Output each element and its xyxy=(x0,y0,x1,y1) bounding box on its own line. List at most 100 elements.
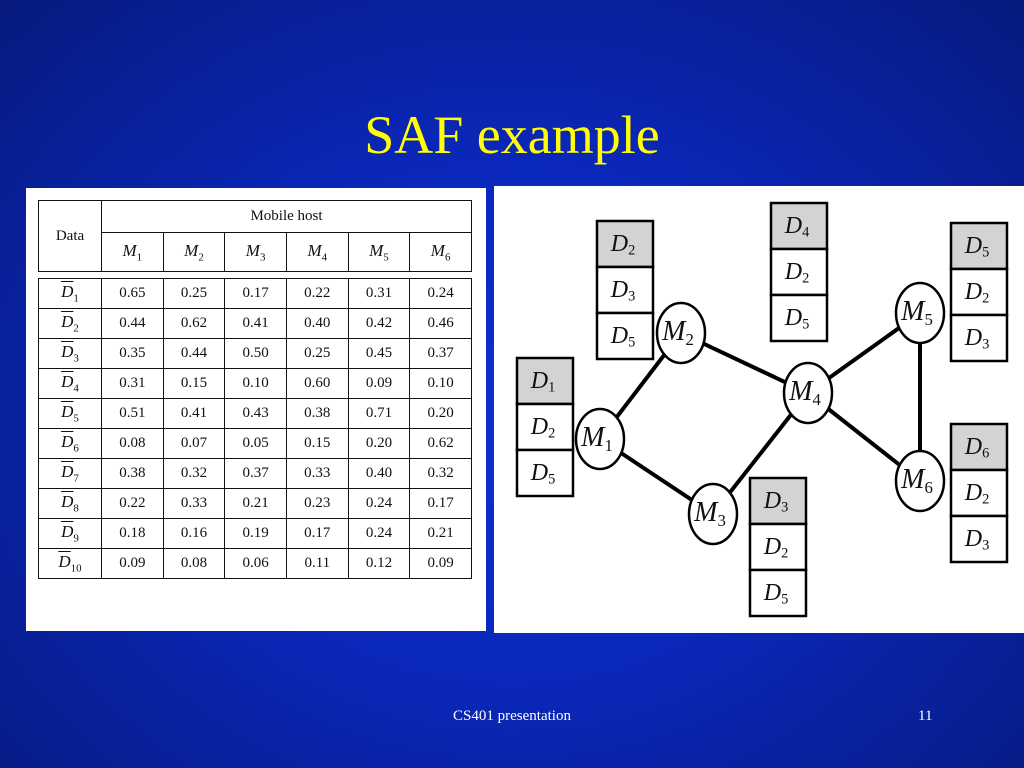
cache-cell-label: D6 xyxy=(964,434,990,462)
table-header-mobile-host: Mobile host xyxy=(101,200,472,233)
table-cell: 0.09 xyxy=(347,368,411,399)
table-cell: 0.05 xyxy=(224,428,287,459)
cache-cell xyxy=(595,311,655,361)
table-row-label: D3 xyxy=(38,338,102,369)
table-cell: 0.23 xyxy=(285,488,349,519)
page-number: 11 xyxy=(918,708,933,724)
table-column-header-m6: M6 xyxy=(409,232,472,272)
cache-cell xyxy=(748,476,808,526)
table-cell: 0.22 xyxy=(285,278,349,309)
cache-cell-label: D4 xyxy=(784,213,810,241)
table-cell: 0.21 xyxy=(224,488,287,519)
node-label: M2 xyxy=(661,316,694,349)
table-cell: 0.17 xyxy=(224,278,287,309)
table-cell: 0.09 xyxy=(409,548,472,579)
table-cell: 0.44 xyxy=(101,308,164,339)
table-cell: 0.24 xyxy=(347,518,411,549)
table-row-label: D6 xyxy=(38,428,102,459)
cache-cell xyxy=(949,514,1009,564)
cache-cell xyxy=(769,201,829,251)
cache-cell-label: D2 xyxy=(964,480,990,508)
cache-cell xyxy=(949,313,1009,363)
table-cell: 0.50 xyxy=(224,338,287,369)
table-cell: 0.08 xyxy=(162,548,226,579)
table-cell: 0.32 xyxy=(409,458,472,489)
table-cell: 0.62 xyxy=(162,308,226,339)
node-circle xyxy=(687,482,739,546)
node-label: M1 xyxy=(580,422,613,455)
table-cell: 0.31 xyxy=(101,368,164,399)
table-cell: 0.37 xyxy=(409,338,472,369)
table-row-label: D2 xyxy=(38,308,102,339)
table-cell: 0.33 xyxy=(162,488,226,519)
footer-text: CS401 presentation xyxy=(453,708,571,724)
cache-cell-label: D3 xyxy=(964,526,990,554)
table-cell: 0.15 xyxy=(162,368,226,399)
table-cell: 0.17 xyxy=(285,518,349,549)
cache-cell xyxy=(748,568,808,618)
table-cell: 0.33 xyxy=(285,458,349,489)
cache-cell-label: D2 xyxy=(610,231,636,259)
table-row-label: D4 xyxy=(38,368,102,399)
table-cell: 0.44 xyxy=(162,338,226,369)
table-cell: 0.35 xyxy=(101,338,164,369)
cache-cell xyxy=(949,422,1009,472)
node-label: M3 xyxy=(693,497,726,530)
cache-cell-label: D2 xyxy=(530,414,556,442)
cache-cell-label: D5 xyxy=(763,580,789,608)
table-cell: 0.60 xyxy=(285,368,349,399)
node-label: M4 xyxy=(788,376,821,409)
table-cell: 0.21 xyxy=(409,518,472,549)
table-cell: 0.11 xyxy=(285,548,349,579)
node-label: M5 xyxy=(900,296,933,329)
node-m5: M5 xyxy=(894,281,946,345)
table-row-label: D5 xyxy=(38,398,102,429)
table-cell: 0.18 xyxy=(101,518,164,549)
cache-cell-label: D5 xyxy=(530,460,556,488)
cache-cell-label: D2 xyxy=(964,279,990,307)
table-column-header-m3: M3 xyxy=(224,232,287,272)
table-cell: 0.51 xyxy=(101,398,164,429)
node-circle xyxy=(894,449,946,513)
table-header-data: Data xyxy=(38,200,102,272)
node-m4: M4 xyxy=(782,361,834,425)
node-circle xyxy=(574,407,626,471)
table-cell: 0.42 xyxy=(347,308,411,339)
table-cell: 0.38 xyxy=(101,458,164,489)
table-row-label: D1 xyxy=(38,278,102,309)
table-cell: 0.07 xyxy=(162,428,226,459)
node-m6: M6 xyxy=(894,449,946,513)
table-cell: 0.15 xyxy=(285,428,349,459)
cache-cell-label: D1 xyxy=(530,368,556,396)
table-cell: 0.25 xyxy=(285,338,349,369)
table-column-header-m5: M5 xyxy=(347,232,411,272)
slide-title: SAF example xyxy=(364,105,660,165)
cache-cell xyxy=(949,221,1009,271)
node-circle xyxy=(655,301,707,365)
node-circle xyxy=(894,281,946,345)
table-cell: 0.06 xyxy=(224,548,287,579)
table-cell: 0.40 xyxy=(347,458,411,489)
table-cell: 0.24 xyxy=(409,278,472,309)
table-cell: 0.24 xyxy=(347,488,411,519)
table-cell: 0.22 xyxy=(101,488,164,519)
table-cell: 0.41 xyxy=(224,308,287,339)
cache-cell-label: D2 xyxy=(784,259,810,287)
table-cell: 0.09 xyxy=(101,548,164,579)
table-row-label: D7 xyxy=(38,458,102,489)
node-m3: M3 xyxy=(687,482,739,546)
table-cell: 0.71 xyxy=(347,398,411,429)
